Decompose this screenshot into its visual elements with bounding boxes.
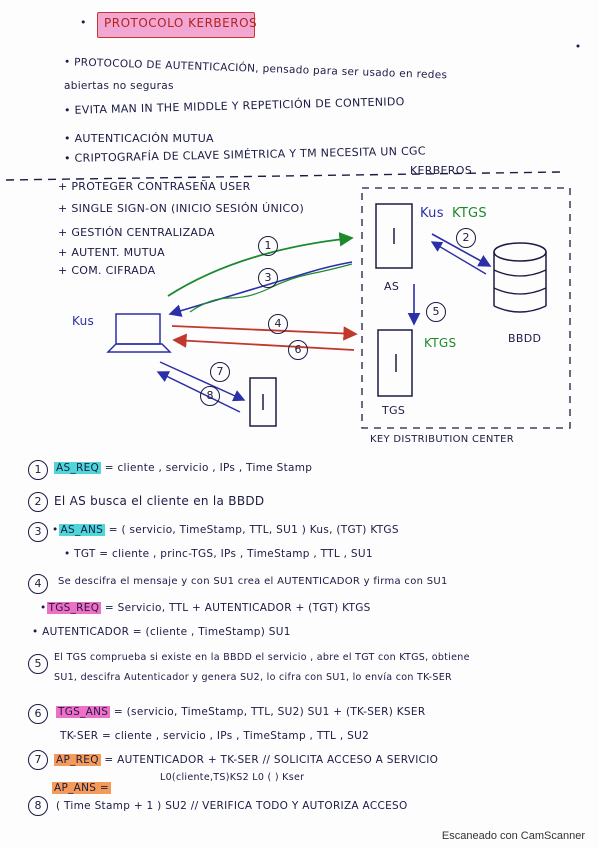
diagram-num-5: 5 (426, 302, 446, 322)
tgs-ans-text: = (servicio, TimeStamp, TTL, SU2) SU1 + … (113, 706, 426, 718)
step-5-text-line2: SU1, descifra Autenticador y genera SU2,… (54, 672, 452, 683)
as-label: AS (384, 280, 400, 293)
step-3-tag: AS_ANS (58, 524, 106, 536)
page-title: PROTOCOLO KERBEROS (104, 16, 258, 30)
arrow-1-as-req (167, 232, 354, 297)
arrow-4-tgs-req (171, 325, 358, 341)
step-1-tag: AS_REQ (54, 462, 102, 474)
diagram-num-1: 1 (258, 236, 278, 256)
step-2-number: 2 (28, 492, 48, 512)
feature-4: + AUTENT. MUTUA (58, 246, 165, 259)
step-3-number: 3 (28, 522, 48, 542)
arrow-3-as-ans (168, 261, 353, 317)
step-7: AP_REQ = AUTENTICADOR + TK-SER // SOLICI… (54, 754, 438, 766)
step-7-sub: L0(cliente,TS)KS2 L0 ( ) Kser (160, 772, 305, 783)
ap-req-tag: AP_REQ (54, 754, 101, 766)
tgs-ans-tag: TGS_ANS (56, 706, 111, 718)
tgs-key-ktgs: KTGS (424, 336, 457, 350)
as-key-ktgs: KTGS (452, 206, 487, 221)
kerberos-label: KERBEROS (410, 164, 472, 177)
diagram-num-7: 7 (210, 362, 230, 382)
feature-1: + PROTEGER CONTRASEÑA USER (58, 180, 251, 193)
step-6: TGS_ANS = (servicio, TimeStamp, TTL, SU2… (56, 706, 425, 718)
step-4-tgs-req: •TGS_REQ = Servicio, TTL + AUTENTICADOR … (40, 602, 371, 614)
ap-req-text: = AUTENTICADOR + TK-SER // SOLICITA ACCE… (104, 754, 439, 766)
step-3: •AS_ANS = ( servicio, TimeStamp, TTL, SU… (52, 524, 399, 536)
diagram-num-4: 4 (268, 314, 288, 334)
step-6-number: 6 (28, 704, 48, 724)
step-5-number: 5 (28, 654, 48, 674)
step-1-text: = cliente , servicio , IPs , Time Stamp (104, 462, 313, 474)
arrow-2-bbdd-lookup (431, 233, 492, 267)
step-6-tk-ser: TK-SER = cliente , servicio , IPs , Time… (60, 730, 370, 742)
ap-ans-tag: AP_ANS = (52, 782, 112, 794)
step-3-text: = ( servicio, TimeStamp, TTL, SU1 ) Kus,… (108, 524, 399, 536)
tgs-req-tag: TGS_REQ (46, 602, 102, 614)
bbdd-label: BBDD (508, 332, 542, 345)
kdc-dashed-box (361, 187, 571, 429)
laptop-icon (106, 313, 172, 353)
as-key-kus: Kus (420, 206, 444, 221)
separator-dashed-line (5, 171, 561, 181)
step-1-number: 1 (28, 460, 48, 480)
title-highlight (97, 12, 255, 38)
intro-line-2: abiertas no seguras (64, 80, 174, 92)
arrow-8-ap-ans (156, 371, 241, 413)
step-7-number: 7 (28, 750, 48, 770)
arrow-7-ap-req (159, 361, 246, 402)
step-8-text: ( Time Stamp + 1 ) SU2 // VERIFICA TODO … (56, 800, 408, 812)
step-4-text: Se descifra el mensaje y con SU1 crea el… (58, 576, 448, 587)
step-4-number: 4 (28, 574, 48, 594)
step-2-text: El AS busca el cliente en la BBDD (54, 494, 265, 508)
kus-left-label: Kus (72, 314, 95, 328)
diagram-num-2: 2 (456, 228, 476, 248)
intro-bullet-2: • AUTENTICACIÓN MUTUA (64, 132, 214, 145)
bbdd-database-icon (493, 242, 547, 313)
tgs-server-icon (377, 329, 413, 397)
kdc-label: KEY DISTRIBUTION CENTER (370, 434, 514, 445)
diagram-num-6: 6 (288, 340, 308, 360)
diagram-num-8: 8 (200, 386, 220, 406)
step-5-text-line1: El TGS comprueba si existe en la BBDD el… (54, 652, 470, 663)
as-server-icon (375, 203, 413, 269)
tgs-req-text: = Servicio, TTL + AUTENTICADOR + (TGT) K… (104, 602, 371, 614)
step-8-ap-ans: AP_ANS = (52, 782, 112, 794)
tgs-label: TGS (382, 404, 406, 417)
feature-5: + COM. CIFRADA (58, 264, 156, 277)
step-4-autenticador: • AUTENTICADOR = (cliente , TimeStamp) S… (32, 626, 291, 638)
feature-3: + GESTIÓN CENTRALIZADA (58, 226, 215, 239)
step-8-number: 8 (28, 796, 48, 816)
feature-2: + SINGLE SIGN-ON (INICIO SESIÓN ÚNICO) (58, 202, 305, 215)
title-bullet: • (80, 16, 87, 29)
arrow-6-tgs-ans (172, 333, 355, 351)
step-3-tgt: • TGT = cliente , princ-TGS, IPs , TimeS… (64, 548, 373, 560)
diagram-num-3: 3 (258, 268, 278, 288)
scanner-footer: Escaneado con CamScanner (441, 830, 585, 842)
step-1: AS_REQ = cliente , servicio , IPs , Time… (54, 462, 312, 474)
service-server-icon (249, 377, 277, 427)
